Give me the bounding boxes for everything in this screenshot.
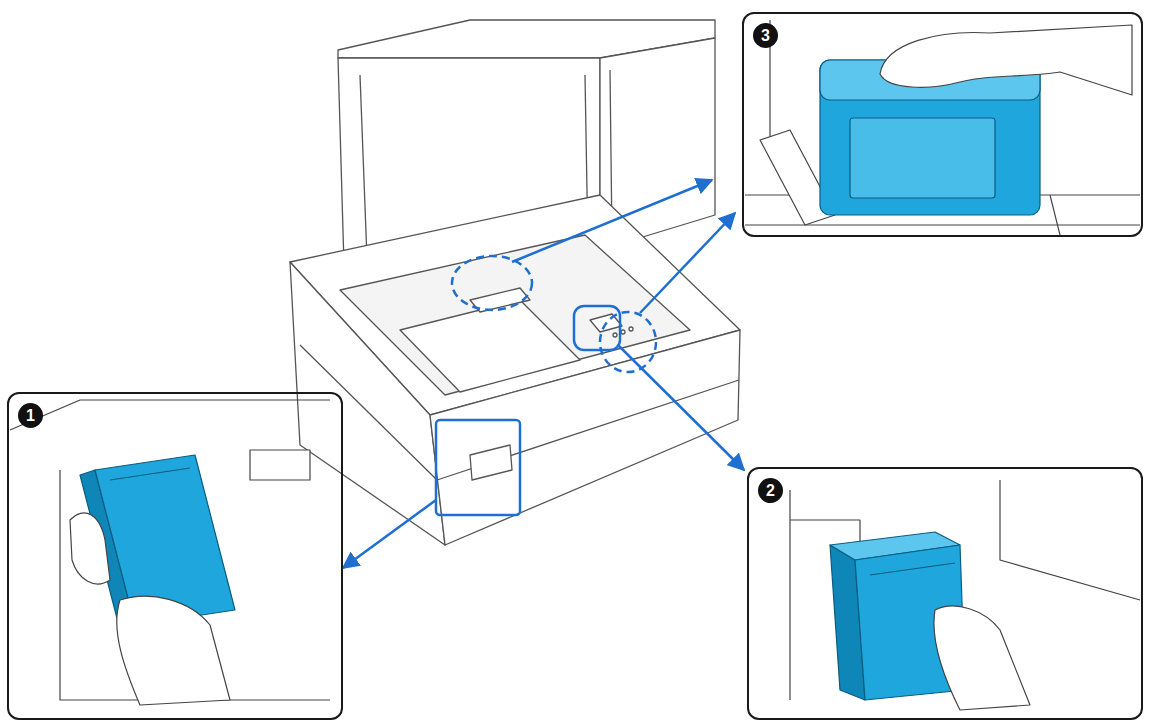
box-ridge xyxy=(870,563,955,575)
dashed-highlight xyxy=(452,256,532,310)
hand xyxy=(934,606,1030,710)
leader-arrow xyxy=(512,180,712,262)
inset-3-art xyxy=(745,20,1140,235)
inset-box: 1 xyxy=(7,392,343,720)
wall-line xyxy=(1000,480,1140,600)
leader-arrow xyxy=(618,345,744,470)
leader-arrow xyxy=(640,213,735,313)
hand xyxy=(70,513,110,584)
inner-cavity xyxy=(340,235,690,395)
tray-ridge xyxy=(110,468,190,480)
highlight-marks xyxy=(436,256,656,515)
callout-number: 3 xyxy=(753,23,778,48)
callout-number: 2 xyxy=(758,478,783,503)
inset-2-art xyxy=(790,480,1140,710)
indicator-hole xyxy=(613,333,617,337)
callout-number: 1 xyxy=(18,403,43,428)
unit-label-area xyxy=(850,118,995,198)
dashed-highlight xyxy=(600,312,656,372)
printer-body xyxy=(290,20,740,545)
front-handle xyxy=(470,445,512,480)
hand xyxy=(117,596,230,705)
body-seam xyxy=(300,345,437,480)
body-seam xyxy=(437,380,739,480)
wall-line xyxy=(789,490,790,700)
wall-line xyxy=(10,400,330,430)
platen xyxy=(400,300,580,392)
hand xyxy=(880,25,1132,95)
inset-box: 2 xyxy=(747,467,1143,720)
inset-box: 3 xyxy=(742,12,1143,237)
inset-1-art xyxy=(10,400,330,705)
wall-line xyxy=(790,520,860,545)
solid-highlight xyxy=(574,306,620,350)
indicator-hole xyxy=(621,330,625,334)
indicator-hole xyxy=(629,327,633,331)
wall-detail xyxy=(250,450,310,480)
leader-arrow xyxy=(343,500,436,568)
background-line xyxy=(1050,195,1060,235)
leader-arrows xyxy=(343,180,744,568)
solid-highlight xyxy=(436,420,520,515)
